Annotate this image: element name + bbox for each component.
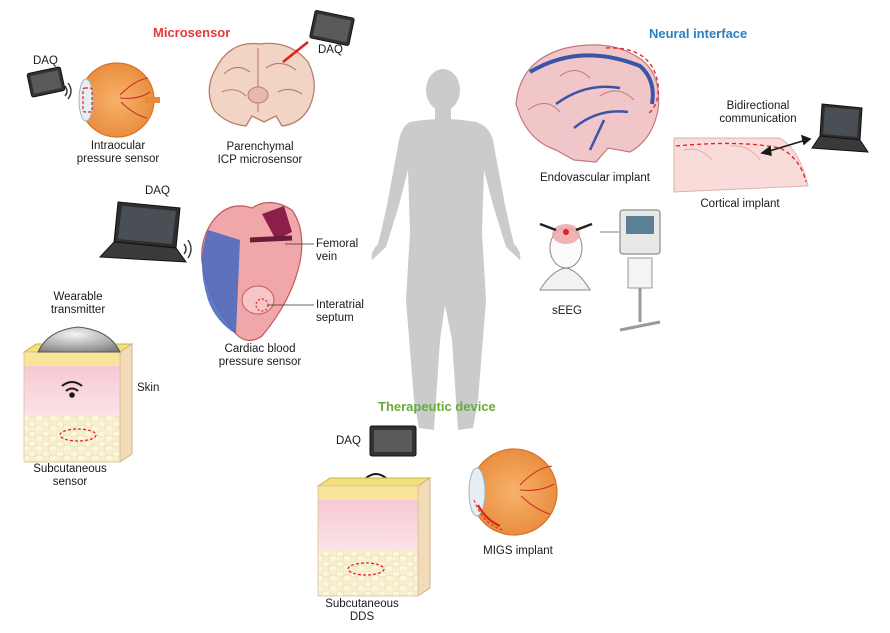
laptop-cortical-icon [811,103,869,153]
label-wearable-line1: Wearable [53,291,103,303]
eye-migs-illustration [468,448,558,536]
label-subcutaneous-sensor-line1: Subcutaneous [33,463,107,475]
label-migs-implant: MIGS implant [483,545,553,557]
label-endovascular-implant: Endovascular implant [540,172,650,184]
heart-illustration [201,201,303,342]
daq-laptop-heart-icon [98,201,188,263]
heading-neural-interface: Neural interface [649,26,748,41]
label-cardiac-line2: pressure sensor [218,356,302,368]
cortical-tissue-illustration [673,137,809,193]
label-daq-brain: DAQ [318,44,343,56]
human-body-silhouette [371,69,521,430]
label-cardiac-line1: Cardiac blood [224,343,296,355]
brain-coronal-illustration [208,42,315,127]
wearable-transmitter-dome [37,326,121,353]
daq-tablet-dds-icon [369,425,417,457]
label-parenchymal-line1: Parenchymal [226,141,294,153]
label-interatrial-line2: septum [316,312,354,324]
icp-probe-wire [282,41,309,63]
label-daq-heart: DAQ [145,185,170,197]
label-wearable-line2: transmitter [50,304,106,316]
label-skin: Skin [137,382,160,394]
label-cortical-implant: Cortical implant [700,198,780,210]
label-bidirectional-line2: communication [719,113,797,125]
label-femoral-line2: vein [316,251,338,263]
label-daq-dds: DAQ [336,435,361,447]
label-daq-eye: DAQ [33,55,58,67]
label-subcutaneous-sensor-line2: sensor [52,476,88,488]
bidirectional-arrow [760,134,812,156]
label-femoral-line1: Femoral [316,238,359,250]
label-bidirectional-line1: Bidirectional [726,100,790,112]
wireless-signal-eye-icon [64,82,72,100]
label-parenchymal-line2: ICP microsensor [217,154,303,166]
label-subcutaneous-dds-line2: DDS [349,611,375,623]
brain-sagittal-endovascular-illustration [515,44,660,163]
label-intraocular-line1: Intraocular [90,140,146,152]
subcutaneous-dds-skin-block [316,477,432,597]
heading-microsensor: Microsensor [153,25,231,40]
label-subcutaneous-dds-line1: Subcutaneous [325,598,399,610]
wireless-signal-heart-icon [183,239,192,259]
daq-tablet-brain-icon [309,10,355,46]
heading-therapeutic-device: Therapeutic device [378,399,496,414]
label-seeg: sEEG [551,305,583,317]
seeg-head-illustration [539,222,593,291]
label-interatrial-line1: Interatrial [316,299,364,311]
daq-tablet-eye-icon [26,66,66,98]
eye-intraocular-illustration [78,62,160,138]
wireless-signal-skin-icon [61,381,83,398]
seeg-monitor-cart-icon [600,209,661,332]
subcutaneous-sensor-skin-block [22,343,134,463]
label-intraocular-line2: pressure sensor [76,153,160,165]
